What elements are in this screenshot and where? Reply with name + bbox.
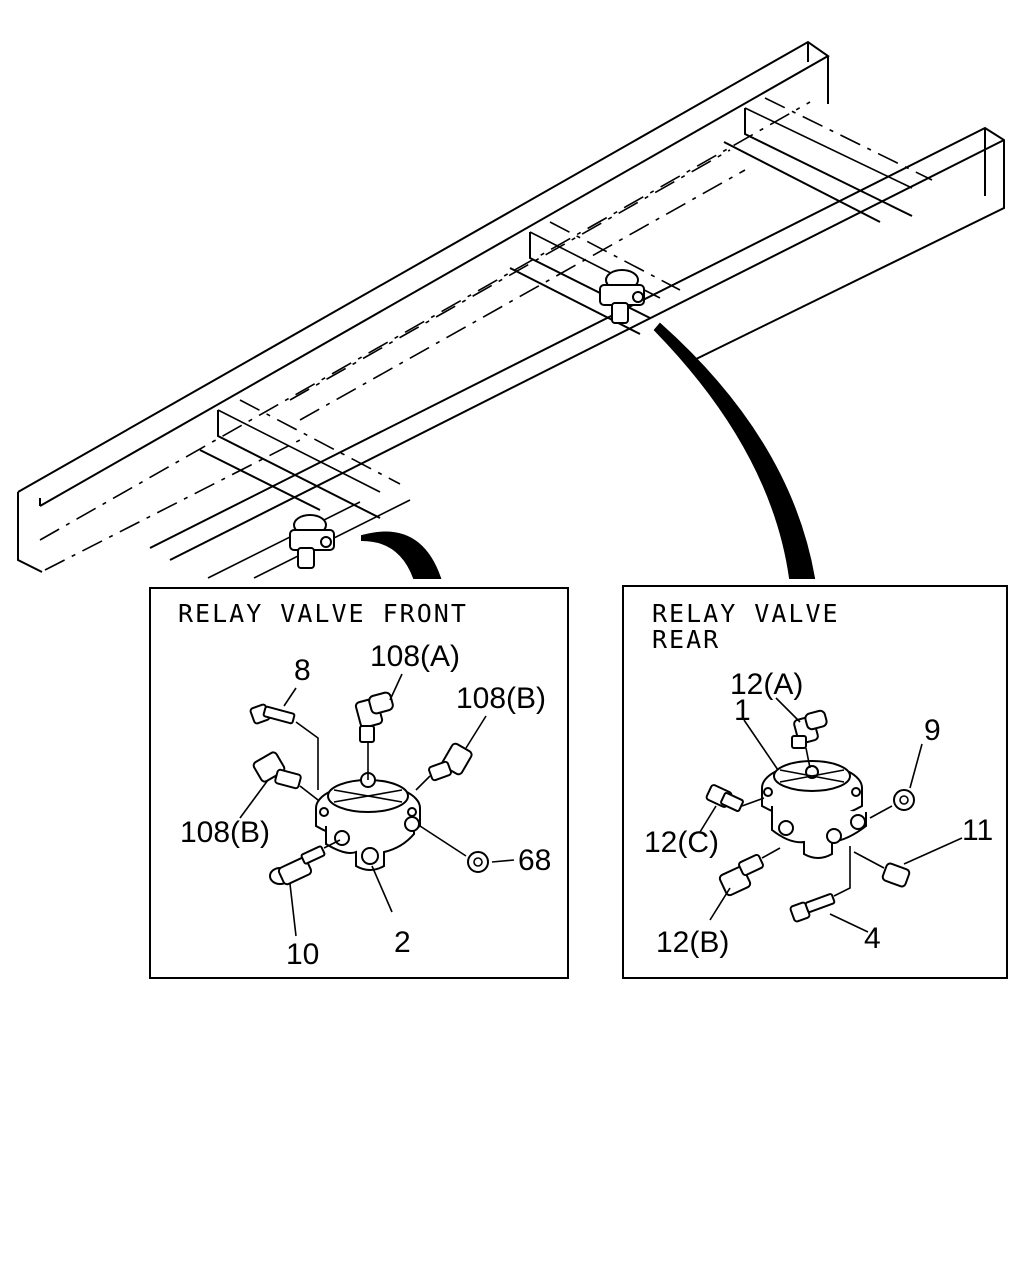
rear-panel-title-line1: RELAY VALVE (652, 599, 840, 628)
relay-valve-rear-icon (761, 760, 867, 859)
relay-valve-front-panel: RELAY VALVE FRONT (149, 587, 569, 979)
elbow-fitting-12a-icon (791, 709, 828, 769)
callout-11: 11 (962, 814, 993, 847)
fitting-12c-icon (705, 784, 765, 813)
bolt-8-icon (249, 703, 319, 790)
rear-panel-title-line2: REAR (652, 625, 720, 654)
fitting-11-icon (853, 851, 911, 888)
callout-2: 2 (394, 926, 411, 959)
rear-leader-arrow (653, 322, 816, 579)
frame-valve-rear-icon (599, 269, 645, 324)
callout-108b-left: 108(B) (180, 816, 270, 849)
elbow-fitting-108b-right-icon (415, 742, 473, 791)
fitting-10-icon (269, 839, 341, 886)
relay-valve-front-icon (315, 772, 421, 871)
callout-108a: 108(A) (370, 640, 460, 673)
callout-10: 10 (286, 938, 319, 971)
elbow-fitting-108a-icon (354, 691, 394, 780)
bolt-4-icon (789, 846, 851, 923)
callout-8: 8 (294, 654, 311, 687)
callout-108b-right: 108(B) (456, 682, 546, 715)
nut-68-icon (419, 825, 489, 873)
callout-9: 9 (924, 714, 941, 747)
callout-12b: 12(B) (656, 926, 729, 959)
callout-68: 68 (518, 844, 551, 877)
relay-valve-rear-panel: RELAY VALVE REAR (622, 585, 1008, 979)
elbow-fitting-108b-left-icon (252, 751, 319, 801)
callout-12c: 12(C) (644, 826, 719, 859)
callout-4: 4 (864, 922, 881, 955)
elbow-fitting-12b-icon (718, 847, 781, 897)
callout-12a: 12(A) (730, 668, 803, 701)
front-panel-title: RELAY VALVE FRONT (178, 599, 468, 628)
callout-1: 1 (734, 694, 751, 727)
front-leader-arrow (361, 531, 442, 579)
nut-9-icon (869, 789, 915, 819)
frame-valve-front-icon (289, 514, 335, 569)
chassis-frame (17, 40, 1005, 579)
